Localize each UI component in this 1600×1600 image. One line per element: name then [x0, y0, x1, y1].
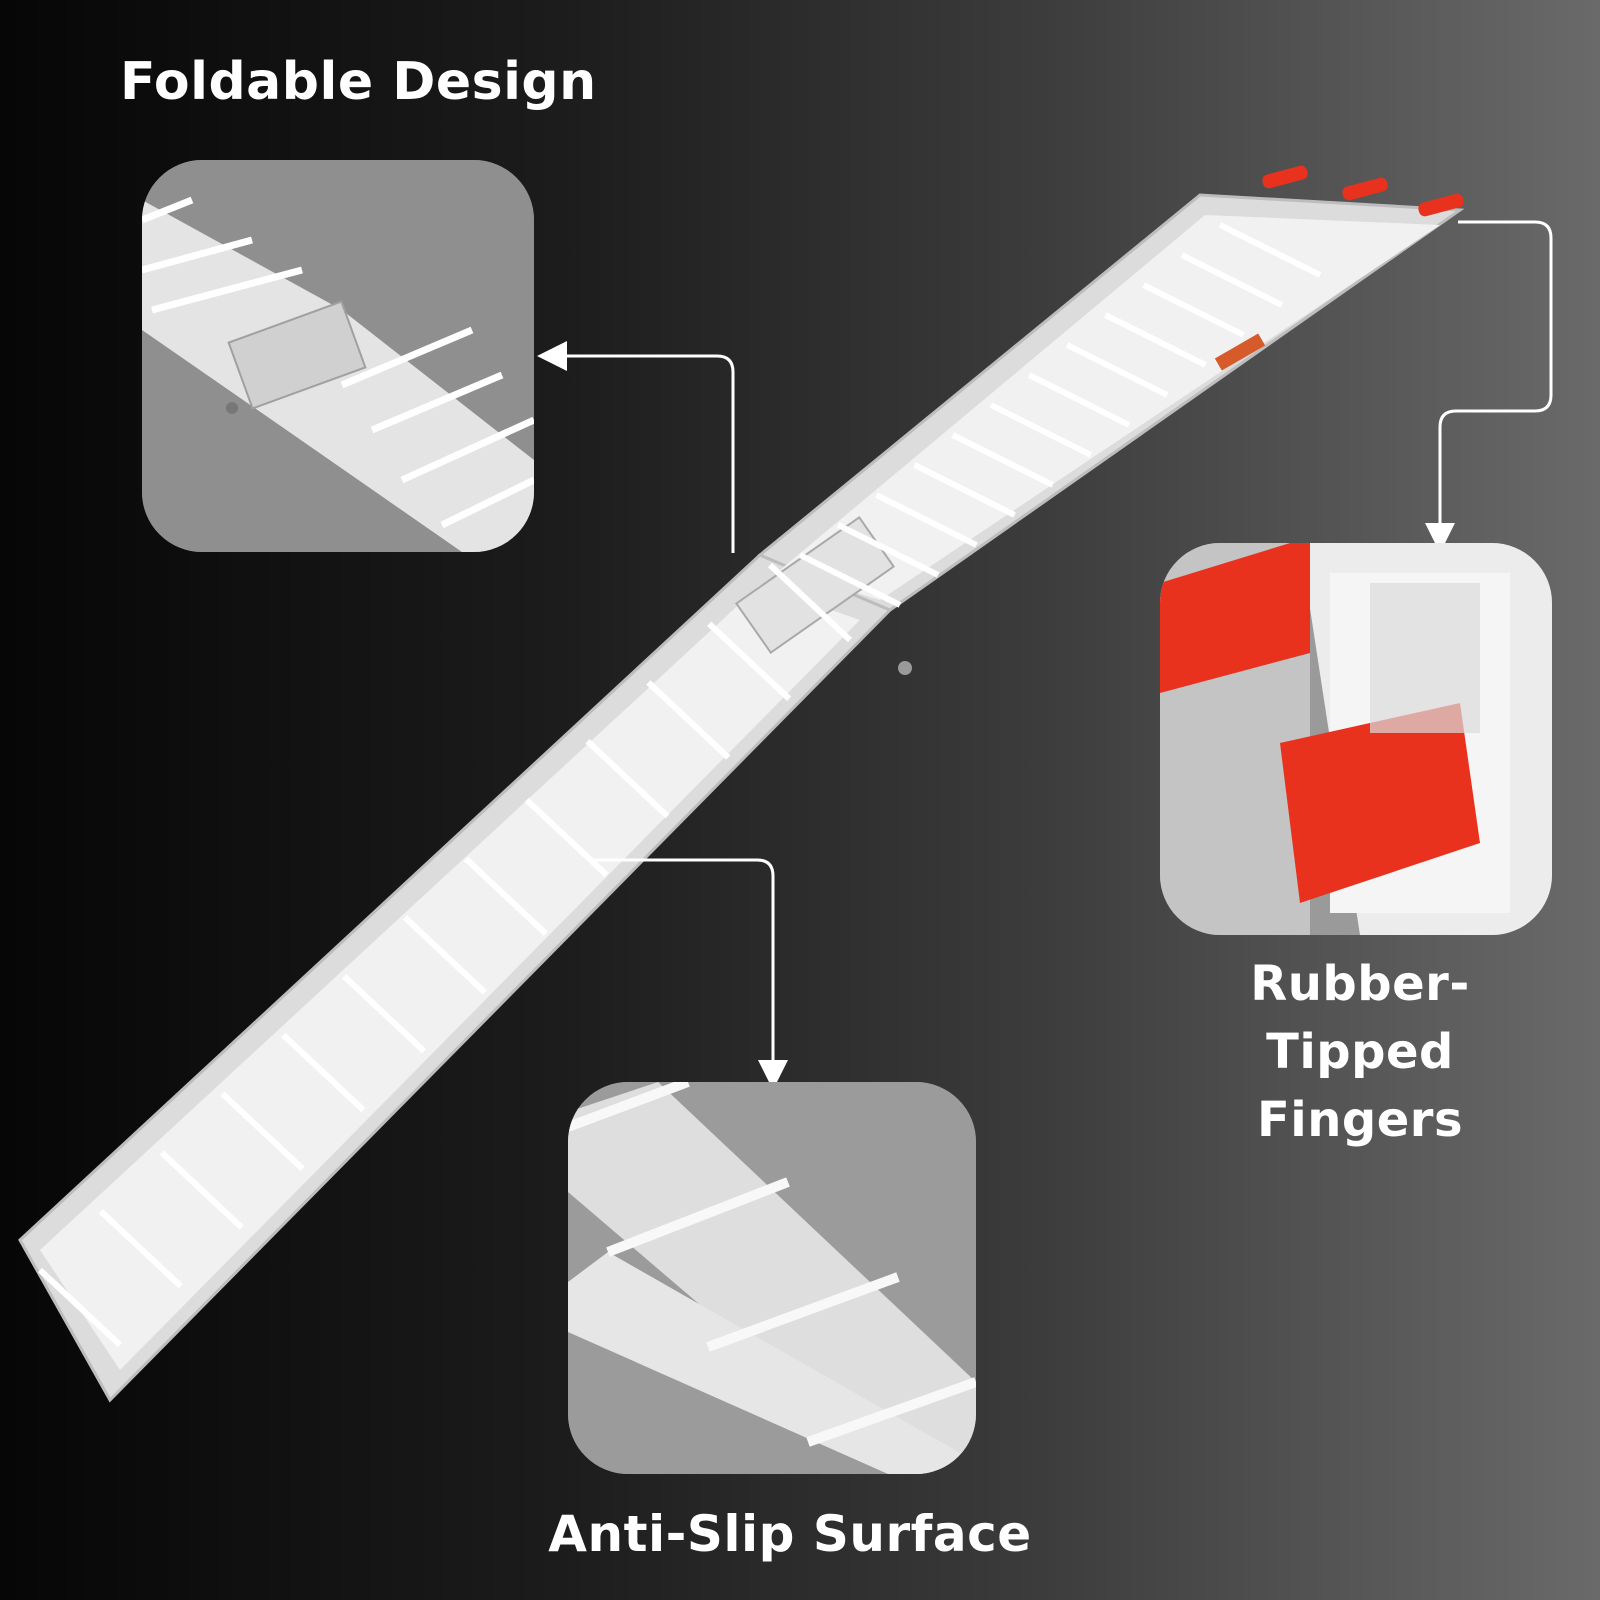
ramp-rung [524, 797, 609, 878]
feature-title-foldable: Foldable Design [120, 52, 597, 112]
warning-sticker [1214, 333, 1266, 371]
ramp-rung [646, 680, 731, 760]
ramp-rung [767, 562, 853, 643]
ramp-rung [342, 974, 427, 1054]
ramp-rung [37, 1267, 123, 1348]
ramp-rung [585, 739, 670, 819]
hinge [734, 516, 912, 675]
surface-closeup-image [568, 1082, 976, 1474]
ramp-rung [1065, 342, 1169, 398]
ramp-rungs [37, 222, 1322, 1348]
ramp-rung [402, 915, 488, 995]
ramp-rung [913, 462, 1016, 518]
callout-surface-closeup [568, 1082, 976, 1474]
ramp-rung [1142, 282, 1245, 338]
ramp-rung [1104, 312, 1207, 368]
ramp-rung [281, 1032, 366, 1113]
ramp-rung [798, 552, 902, 608]
ramp-rung [875, 492, 978, 548]
feature-label-fingers: Rubber-Tipped Fingers [1160, 950, 1560, 1154]
callout-hinge-closeup [142, 160, 534, 552]
feature-label-fingers-line2: Fingers [1256, 1092, 1464, 1148]
callout-fingers-closeup [1160, 543, 1552, 935]
arrow-down-icon [1425, 220, 1553, 553]
arrow-down-icon [590, 858, 788, 1090]
arrow-left-icon [537, 341, 735, 553]
fingers-closeup-image [1160, 543, 1552, 935]
ramp-rung [951, 432, 1055, 488]
ramp-rung [463, 856, 548, 936]
feature-label-antislip: Anti-Slip Surface [548, 1505, 1032, 1563]
hinge-closeup-image [142, 160, 534, 552]
ramp-rung [1027, 372, 1131, 428]
feature-label-fingers-line1: Rubber-Tipped [1250, 956, 1470, 1080]
ramp-rung [836, 522, 940, 578]
ramp-rung [220, 1091, 305, 1171]
rubber-tips [1262, 165, 1464, 217]
ramp-rung [159, 1150, 244, 1230]
ramp-rung [989, 402, 1093, 458]
ramp-rung [1218, 222, 1322, 278]
ramp-rung [707, 621, 792, 701]
ramp-rung [98, 1209, 183, 1289]
ramp-rung [1180, 252, 1284, 308]
